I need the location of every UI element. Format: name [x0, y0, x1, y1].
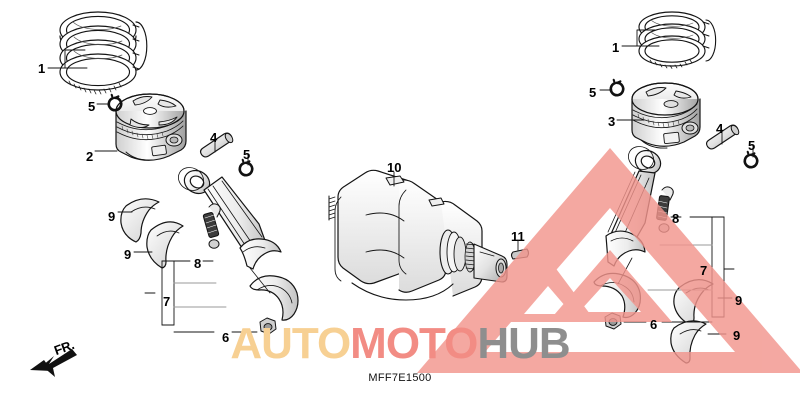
callout-piston-pin-clip: 5 — [589, 85, 597, 100]
callout-crank-pin-bearing: 9 — [735, 293, 743, 308]
callout-woodruff-key: 11 — [511, 229, 525, 244]
bearing-shells-right-art — [670, 279, 714, 364]
callout-piston-pin-right: 4 — [716, 121, 724, 136]
connecting-rod-right-art — [593, 146, 674, 330]
piston-left-art — [115, 93, 187, 161]
callout-piston-pin-clip: 5 — [243, 147, 251, 162]
piston-pin-left-art — [199, 132, 234, 158]
clip-right-a — [609, 78, 625, 97]
callout-crank-pin-bearing: 9 — [108, 209, 116, 224]
clip-left-a — [107, 93, 123, 112]
callout-crank-pin-bearing: 9 — [124, 247, 132, 262]
callout-connecting-rod-nut: 6 — [222, 330, 230, 345]
callout-connecting-rod-assy: 7 — [163, 294, 171, 309]
piston-right-art — [631, 82, 701, 149]
callout-piston-ring-set-right: 1 — [612, 40, 620, 55]
callout-piston-pin-clip: 5 — [88, 99, 96, 114]
callout-connecting-rod-bolt: 8 — [194, 256, 202, 271]
clip-left-b — [238, 158, 254, 177]
callout-piston-pin-left: 4 — [210, 130, 218, 145]
bearing-shells-left-art — [120, 198, 184, 269]
piston-pin-right-art — [705, 124, 740, 150]
callout-crank-pin-bearing: 9 — [733, 328, 741, 343]
callout-crankshaft: 10 — [387, 160, 402, 175]
crankshaft-art — [328, 169, 530, 301]
callout-leaders-left — [47, 49, 258, 333]
callout-connecting-rod-assy: 7 — [700, 263, 708, 278]
callout-piston-right: 3 — [608, 114, 616, 129]
callout-connecting-rod-bolt: 8 — [672, 211, 680, 226]
fr-arrow-icon — [30, 349, 77, 377]
piston-ring-set-left-art — [59, 11, 148, 95]
part-number-label: MFF7E1500 — [368, 372, 432, 384]
callout-piston-left: 2 — [86, 149, 94, 164]
callout-piston-ring-set-left: 1 — [38, 61, 46, 76]
clip-right-b — [743, 150, 759, 169]
piston-ring-set-right-art — [638, 11, 717, 69]
callout-piston-pin-clip: 5 — [748, 138, 756, 153]
connecting-rod-left-art — [178, 167, 299, 335]
callout-connecting-rod-nut: 6 — [650, 317, 658, 332]
